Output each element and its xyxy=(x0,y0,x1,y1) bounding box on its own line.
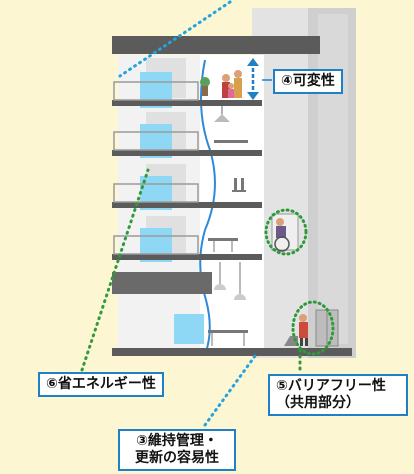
wheelchair-highlight-circle xyxy=(264,208,308,256)
balcony-railings xyxy=(113,81,199,255)
blue-dotted-leader xyxy=(118,0,232,78)
elevator-highlight-circle xyxy=(291,300,335,356)
label-barrier-free: ⑤バリアフリー性 （共用部分） xyxy=(268,374,408,416)
floor-slab xyxy=(112,100,262,106)
label-maintenance-line2: 更新の容易性 xyxy=(135,450,219,466)
label-variability: ④可変性 xyxy=(273,69,343,94)
floor-slab xyxy=(112,254,262,260)
ground-floor-canopy xyxy=(112,272,212,294)
floor-slab xyxy=(112,150,262,156)
up-down-arrow-icon xyxy=(247,58,259,100)
label-energy-text: ⑥省エネルギー性 xyxy=(46,376,156,392)
label-barrier-free-line1: ⑤バリアフリー性 xyxy=(276,378,386,394)
label-barrier-free-line2: （共用部分） xyxy=(276,395,360,411)
interior-furniture xyxy=(200,77,248,346)
section-cut-line xyxy=(199,59,216,356)
label-maintenance: ③維持管理・ 更新の容易性 xyxy=(118,429,236,471)
green-dotted-leader-energy xyxy=(80,168,150,372)
window-floor-1 xyxy=(174,314,204,344)
blue-dotted-leader-maintenance xyxy=(203,354,257,427)
roof-slab xyxy=(112,36,320,54)
wheelchair-user-icon xyxy=(271,213,299,252)
label-variability-text: ④可変性 xyxy=(281,73,335,89)
family-figures xyxy=(222,70,242,98)
floor-slab xyxy=(112,202,262,208)
label-maintenance-line1: ③維持管理・ xyxy=(136,433,218,449)
ground-slab xyxy=(112,348,352,356)
label-energy: ⑥省エネルギー性 xyxy=(38,372,164,397)
